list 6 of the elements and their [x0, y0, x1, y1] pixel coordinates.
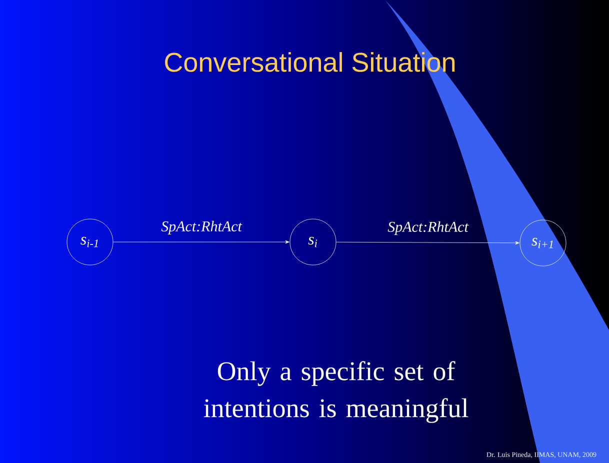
arrow	[113, 240, 290, 244]
arrow	[336, 241, 520, 244]
edge-label: SpAct:RhtAct	[388, 221, 469, 235]
edge-label: SpAct:RhtAct	[161, 220, 242, 234]
body-text: Only a specific set of intentions is meaningful	[204, 361, 468, 423]
slide-title: Conversational Situation	[165, 52, 455, 72]
